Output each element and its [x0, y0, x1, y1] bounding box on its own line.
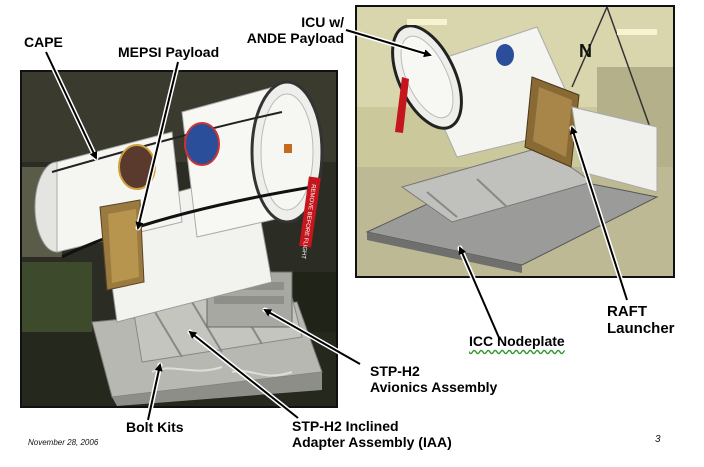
avionics-assembly-label: STP-H2 Avionics Assembly — [370, 363, 497, 395]
icc-nodeplate-label: ICC Nodeplate — [469, 333, 565, 349]
icc-nodeplate-illustration: N — [357, 7, 673, 276]
avionics-label-line1: STP-H2 — [370, 363, 420, 379]
bolt-kits-label: Bolt Kits — [126, 419, 184, 435]
icu-ande-label: ICU w/ ANDE Payload — [232, 14, 344, 46]
integrated-payload-photo: REMOVE BEFORE FLIGHT — [20, 70, 338, 408]
north-marker: N — [579, 41, 592, 61]
iaa-label-line2: Adapter Assembly (IAA) — [292, 434, 452, 450]
raft-launcher-label: RAFT Launcher — [607, 303, 675, 337]
footer-date: November 28, 2006 — [28, 438, 99, 447]
mepsi-payload-label: MEPSI Payload — [118, 44, 220, 60]
avionics-label-line2: Avionics Assembly — [370, 379, 498, 395]
icc-nodeplate-photo: N — [355, 5, 675, 278]
icu-label-line2: ANDE Payload — [246, 30, 344, 46]
page-number: 3 — [655, 434, 661, 445]
raft-label-line2: Launcher — [607, 320, 675, 337]
icu-label-line1: ICU w/ — [301, 14, 344, 30]
iaa-label: STP-H2 Inclined Adapter Assembly (IAA) — [292, 418, 452, 450]
cape-label: CAPE — [24, 34, 63, 50]
integrated-payload-illustration: REMOVE BEFORE FLIGHT — [22, 72, 336, 406]
raft-label-line1: RAFT — [607, 303, 647, 320]
iaa-label-line1: STP-H2 Inclined — [292, 418, 399, 434]
